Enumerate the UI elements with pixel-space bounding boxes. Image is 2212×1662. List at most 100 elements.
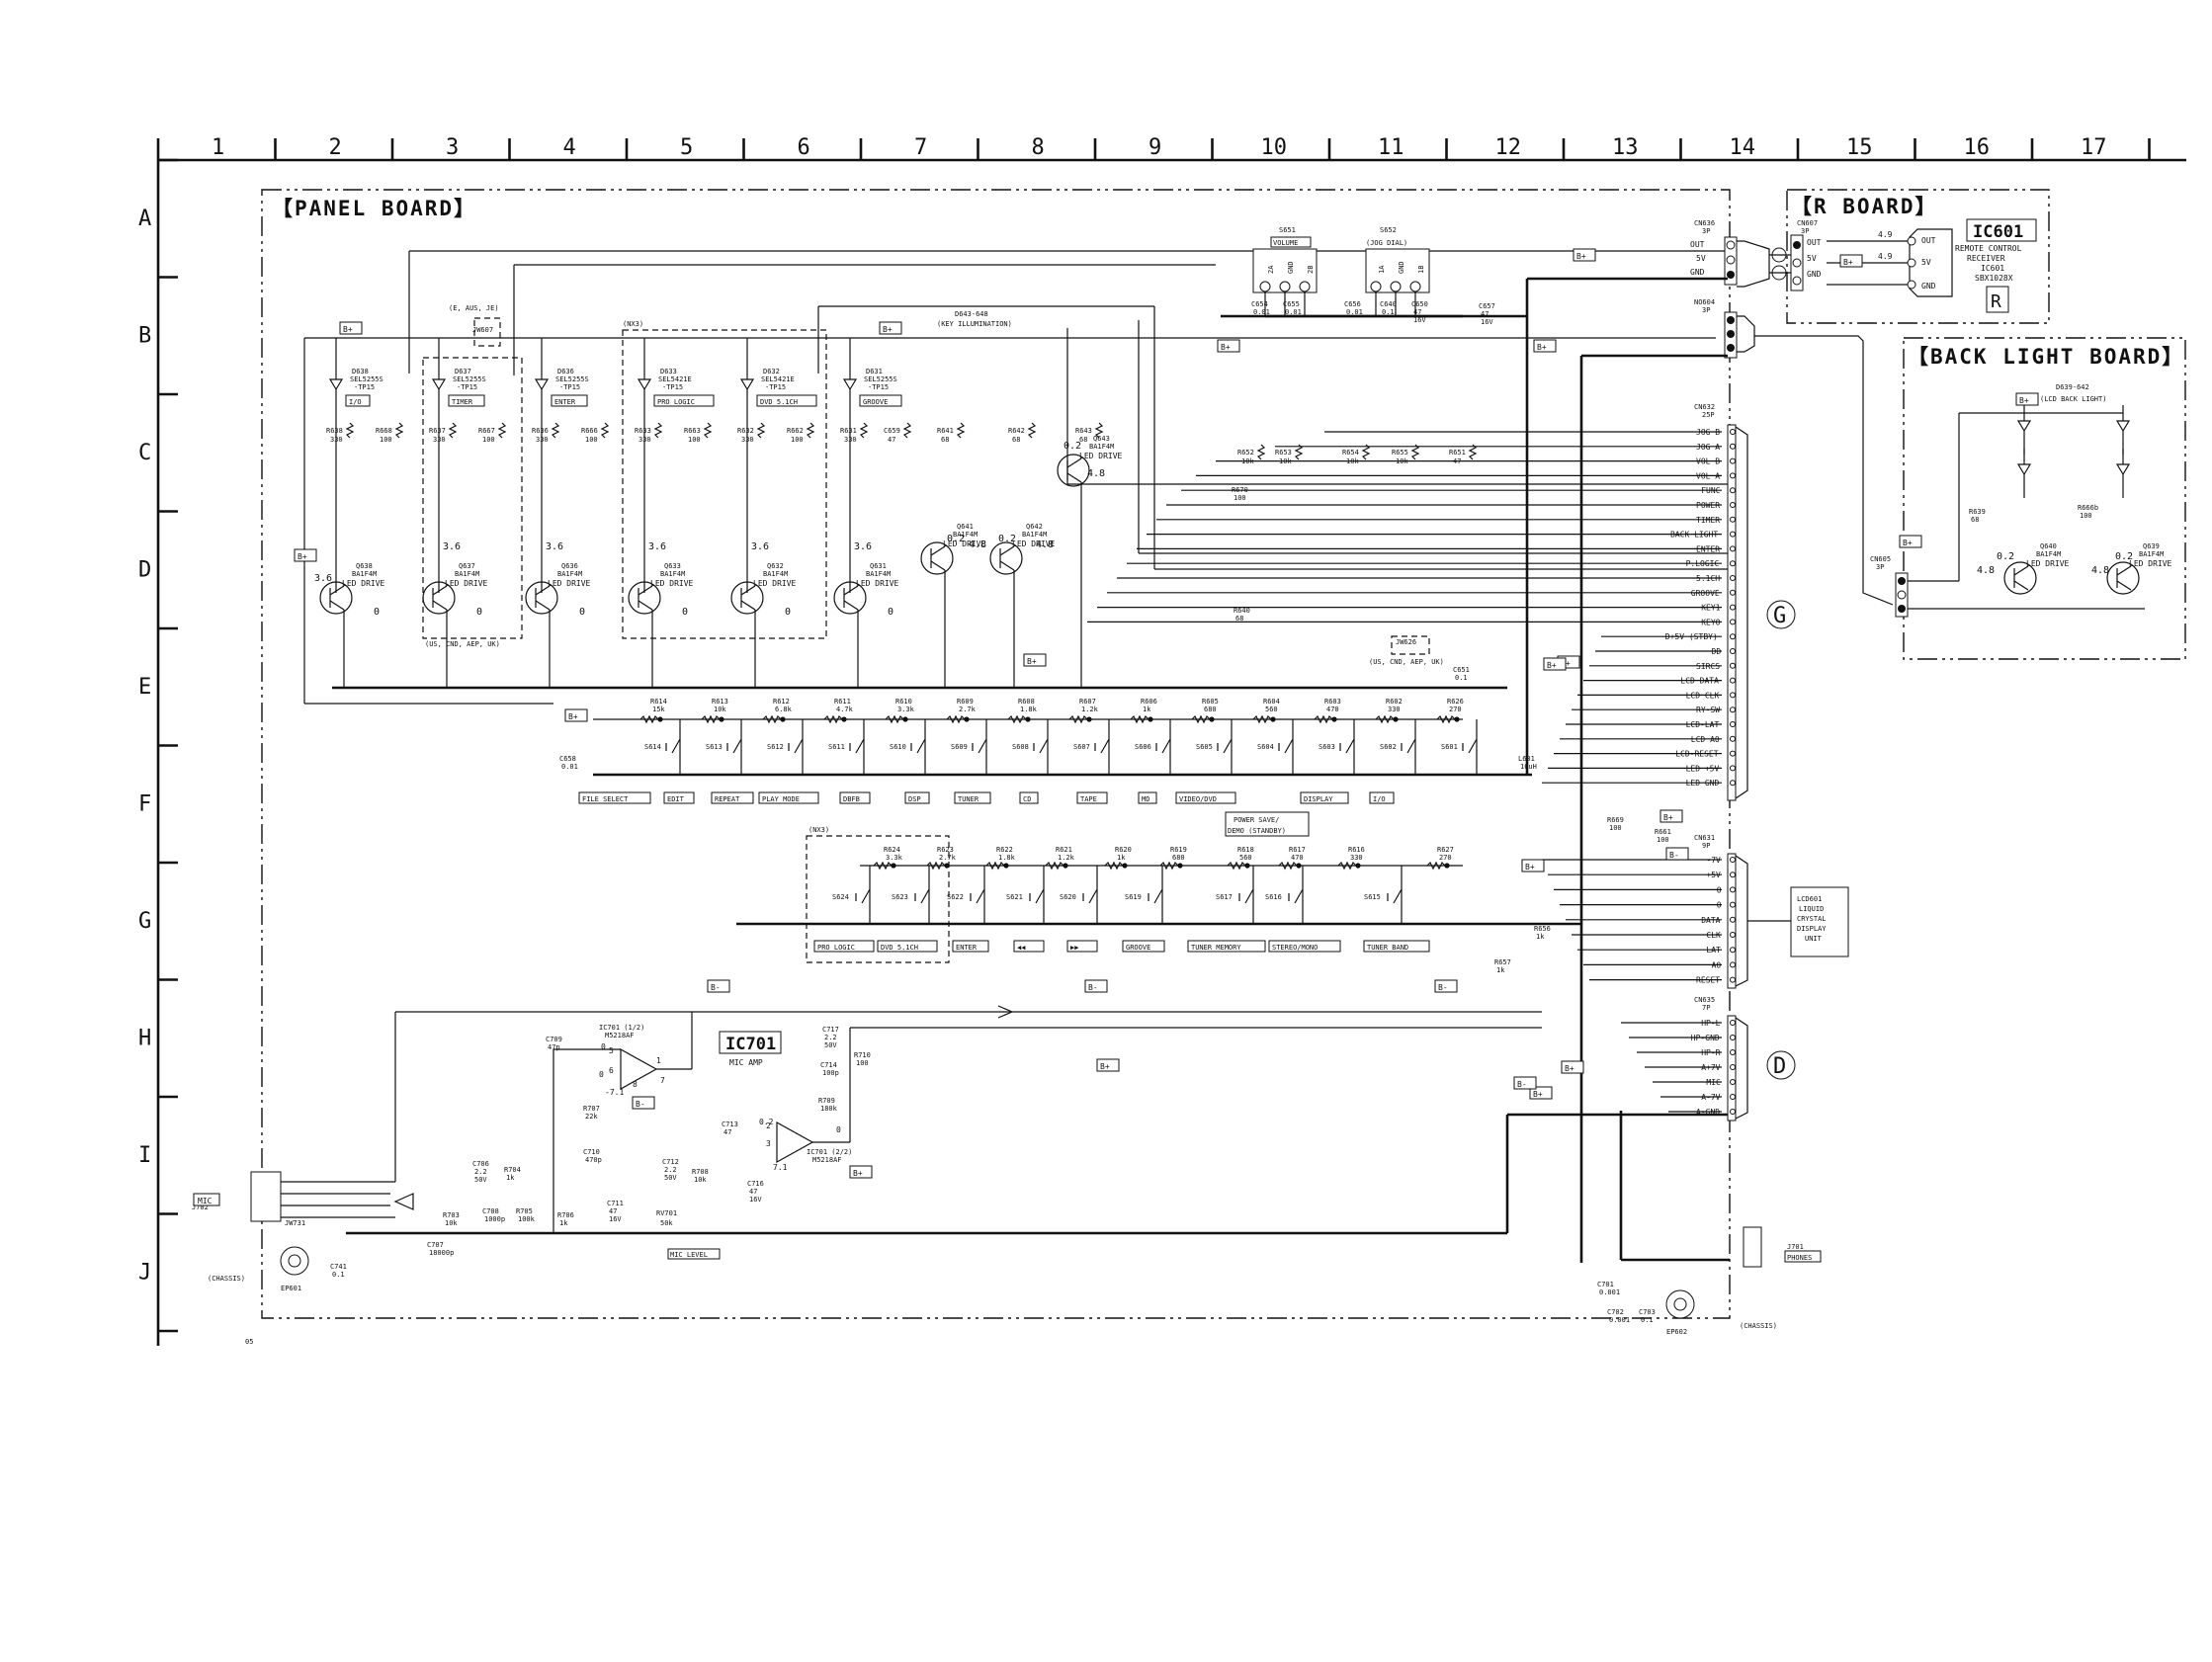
bplus-label-5: B+ [568,712,578,721]
signal-feed-lines [1087,431,1722,1113]
chassis-label-1: (CHASSIS) [208,1275,245,1283]
kr1-res-val-13: 270 [1449,706,1462,713]
res-top-id-10: R631 [840,427,857,435]
misc-part-id-16: R666b [2078,504,2098,512]
res-top-id-9: R662 [787,427,804,435]
volume-label-box [1270,236,1312,248]
svg-text:LIQUID: LIQUID [1799,905,1824,913]
transistor-id-7: Q642 [1026,523,1043,531]
led-type-4: -TP15 [765,383,786,391]
res-top-val-19: 47 [1453,457,1461,465]
column-number-3: 3 [446,135,459,160]
bplus-marker-11 [1096,1058,1120,1072]
misc-part-val-6: 47 [1481,310,1489,318]
svg-text:3P: 3P [1801,227,1809,235]
kr1-sw-10: S604 [1257,743,1274,751]
key-label-box-1 [663,791,695,804]
kr1-sw-11: S603 [1319,743,1335,751]
led-id-0: D638 [352,368,369,375]
kr2-res-val-1: 2.7k [939,854,957,862]
res-top-id-5: R666 [581,427,598,435]
bplus-label-14: B+ [1903,539,1913,547]
key-switch-S623-icon [914,888,930,904]
kr2-res-val-6: 560 [1239,854,1252,862]
bplus-marker-13 [849,1165,873,1179]
lcd-unit-box [1790,886,1849,957]
bplus-label-0: B+ [343,325,353,334]
kr1-res-val-8: 1k [1143,706,1151,713]
led-type-1: -TP15 [457,383,477,391]
voltage-20: 4.8 [2091,565,2109,576]
transistor-id-9: Q640 [2040,542,2057,550]
misc-part-id-14: R640 [1234,607,1250,615]
bplus-marker-9 [1839,254,1863,268]
kr1-name-11: DISPLAY [1304,795,1333,803]
res-top-id-6: R633 [635,427,651,435]
misc-part-val-12: 100 [1657,836,1669,844]
backlight-board-outline [1903,337,2186,660]
mic-part-id-5: C708 [482,1207,499,1215]
res-top-id-0: R638 [326,427,343,435]
j702-label: J702 [192,1204,209,1211]
key-switch-S606-icon [1155,738,1171,754]
page-footer: 05 [245,1338,253,1346]
kr1-res-val-3: 4.7k [836,706,854,713]
transistor-Q631-icon [833,581,867,615]
kr2-sw-0: S624 [832,893,849,901]
nx3-label-bottom: (NX3) [808,826,829,834]
res-top-id-2: R637 [429,427,446,435]
kr1-name-8: TAPE [1080,795,1097,803]
bminus-label-2: B- [1438,983,1448,992]
kr1-res-id-6: R608 [1018,698,1035,706]
connector-d-marker [1766,1050,1796,1080]
cn631-label: CN631 [1694,834,1715,842]
kr1-res-id-5: R609 [957,698,974,706]
kr1-res-val-2: 6.8k [775,706,793,713]
kr2-sw-5: S619 [1125,893,1142,901]
voltage-2: 3.6 [443,541,461,552]
mic-part-v-3: 50V [474,1176,487,1184]
r-symbol-icon [1986,286,2009,313]
led-label-box-2 [551,394,588,407]
transistor-role-2: LED DRIVE [548,579,591,588]
connector-g-marker [1766,600,1796,629]
column-number-9: 9 [1149,135,1161,160]
key-switch-S622-icon [970,888,985,904]
misc-part-val-4: 47 [1413,308,1421,316]
transistor-role-9: LED DRIVE [2026,559,2070,568]
column-number-17: 17 [2081,135,2107,160]
key-switch-S620-icon [1082,888,1098,904]
kr2-sw-7: S616 [1265,893,1282,901]
ic-pin-9: 0 [599,1070,604,1079]
key-switch-S611-icon [849,738,865,754]
ic-pin-12: 0.2 [759,1118,774,1126]
kr2-name-5: GROOVE [1126,944,1150,952]
key-switch-S609-icon [972,738,987,754]
res-top-id-13: R642 [1008,427,1025,435]
mic-part-id-18: R710 [854,1051,871,1059]
ic-pin-13: 7.1 [773,1163,788,1172]
mic-part-val-4: 1k [506,1174,515,1182]
top-resistors: R638330R668100R637330R667100R636330R6661… [326,422,1478,465]
bplus-marker-8 [1659,809,1683,823]
transistor-Q637-icon [422,581,456,615]
transistor-role-0: LED DRIVE [342,579,385,588]
backlight-led-2-icon [2016,463,2032,476]
bminus-marker-1 [1084,979,1108,993]
transistor-role-8: LED DRIVE [1079,452,1123,460]
mic-part-val-3: 2.2 [474,1168,487,1176]
res-top-id-12: R641 [937,427,954,435]
mic-part-id-0: C709 [546,1036,562,1043]
kr2-name-1: DVD 5.1CH [881,944,918,952]
misc-part-id-0: C658 [559,755,576,763]
j702-jack [250,1171,282,1222]
key-label-box-2 [711,791,754,804]
key2-label-box-0 [813,940,875,953]
backlight-board-title: 【BACK LIGHT BOARD】 [1908,345,2184,369]
row-letter-G: G [138,909,151,934]
misc-part-id-9: R657 [1494,958,1511,966]
mic-level-label: MIC LEVEL [670,1251,708,1259]
mic-amp-parts: C70947pR70722kC710470pC7062.250VR7041kC7… [330,300,2098,1324]
